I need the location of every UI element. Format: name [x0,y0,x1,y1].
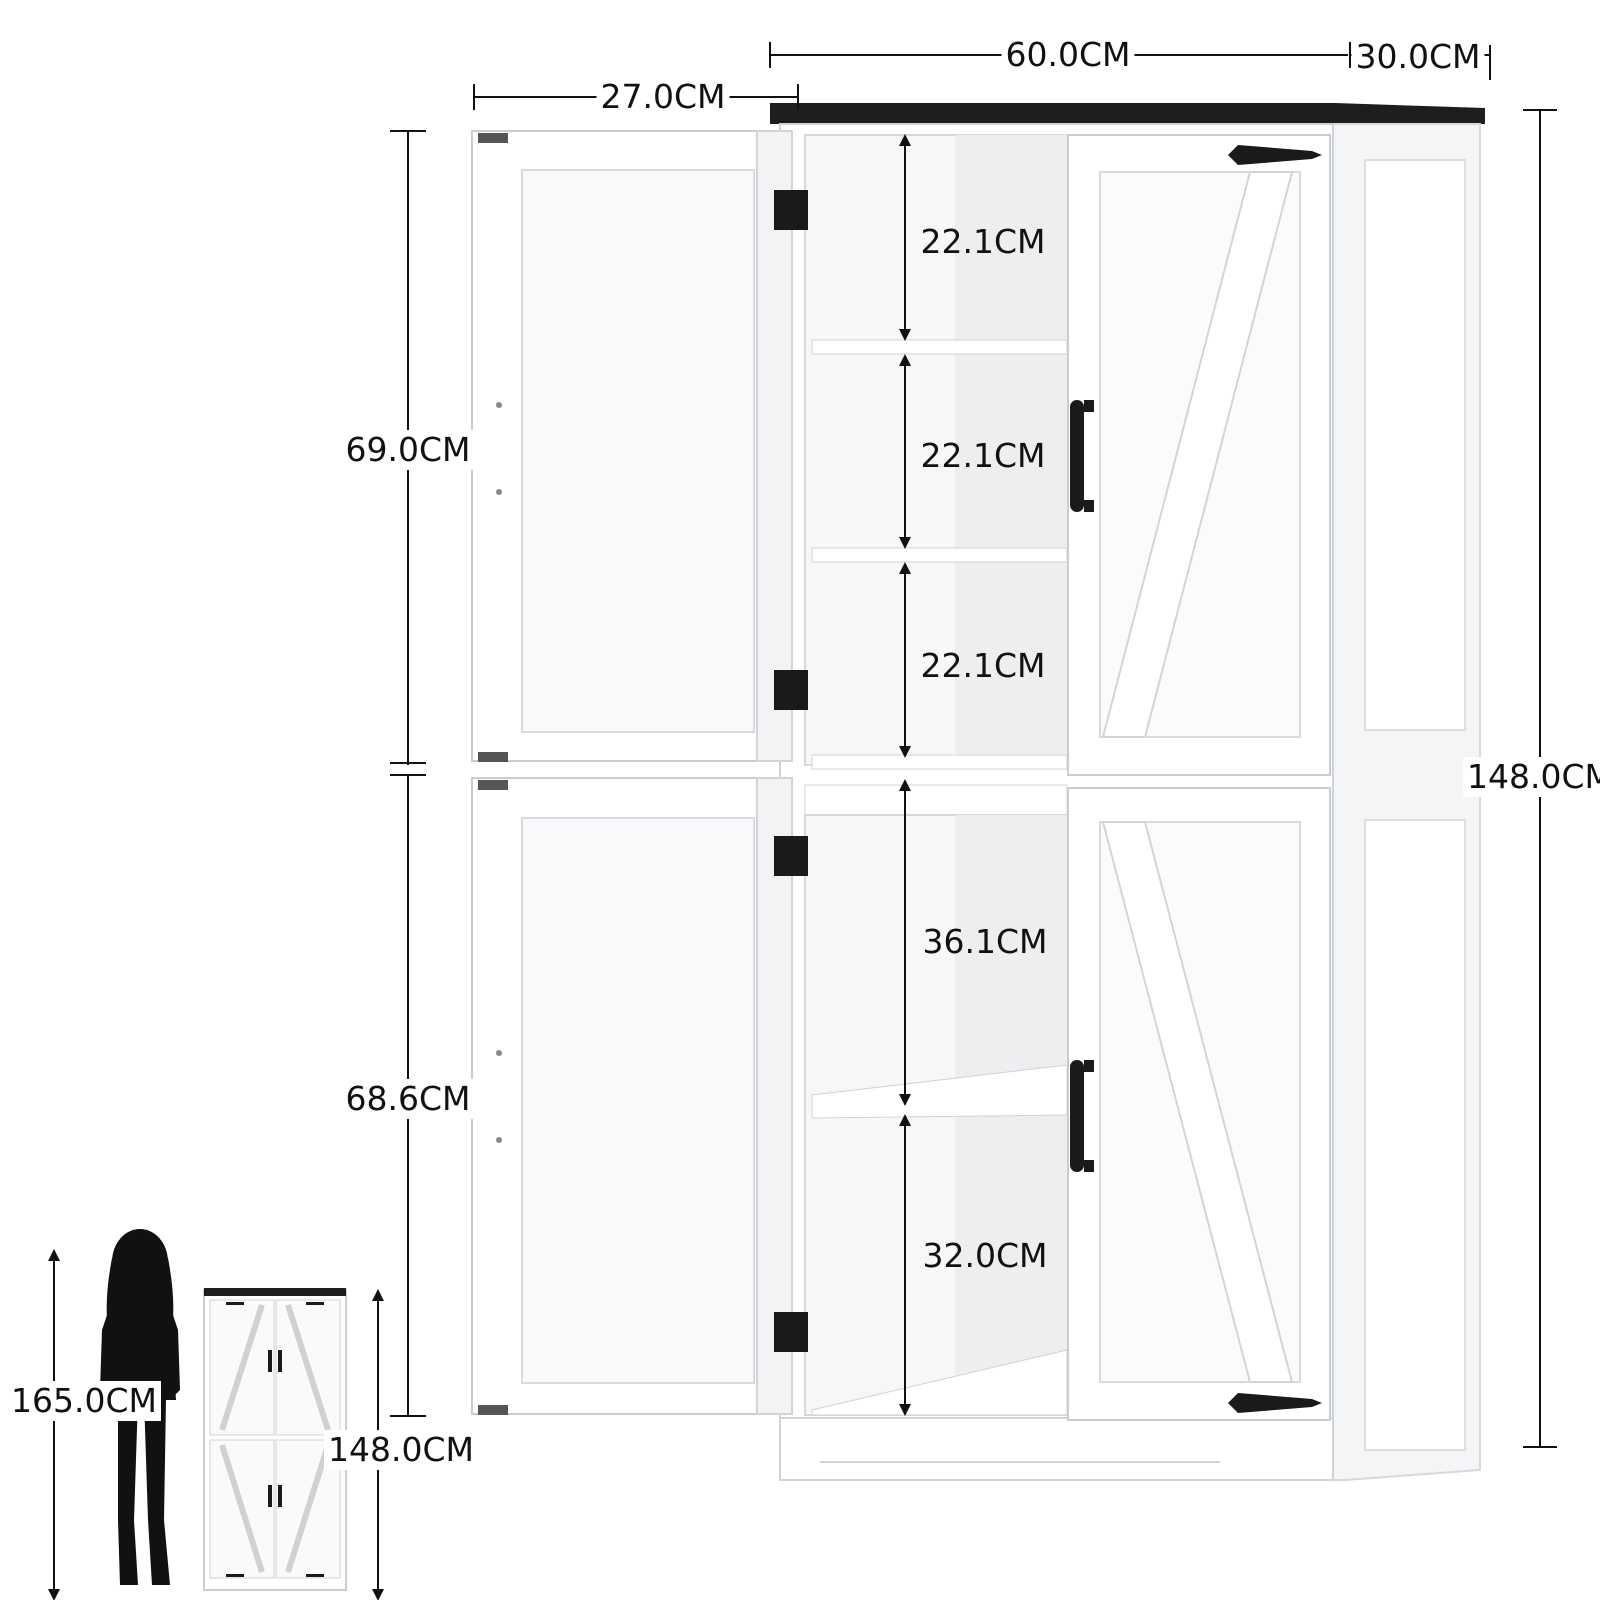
shelf [811,339,1068,355]
width-label: 60.0CM [1001,35,1135,75]
hinge-icon [774,1312,808,1352]
hinge-icon [774,190,808,230]
lower-gap-label: 36.1CM [922,922,1048,961]
door-depth-label: 27.0CM [596,77,730,117]
person-silhouette-icon [100,1229,180,1585]
shelf [811,547,1068,563]
shelf-gap-label: 22.1CM [920,436,1046,475]
cabinet-body [770,103,1485,1481]
left-upper-door-open [471,130,808,762]
total-height-label: 148.0CM [1463,757,1600,797]
person-height-label: 165.0CM [7,1381,161,1421]
lower-height-label: 68.6CM [341,1079,475,1119]
cabinet-base [779,1417,1334,1481]
hinge-icon [774,836,808,876]
upper-height-label: 69.0CM [341,430,475,470]
right-upper-door [1067,134,1331,776]
door-handle-icon [1070,400,1084,512]
mini-cabinet [203,1288,347,1591]
depth-label: 30.0CM [1351,37,1485,77]
shelf-gap-label: 22.1CM [920,646,1046,685]
barn-strap-hinge-icon [1228,1393,1322,1413]
mini-cabinet-height-label: 148.0CM [324,1430,478,1470]
cabinet-top [770,103,1485,124]
lower-gap-label: 32.0CM [922,1236,1048,1275]
door-handle-icon [1070,1060,1084,1172]
right-lower-door [1067,787,1331,1421]
hinge-icon [774,670,808,710]
left-lower-door-open [471,777,808,1415]
shelf-gap-label: 22.1CM [920,222,1046,261]
shelf [811,754,1068,770]
barn-strap-hinge-icon [1228,145,1322,165]
